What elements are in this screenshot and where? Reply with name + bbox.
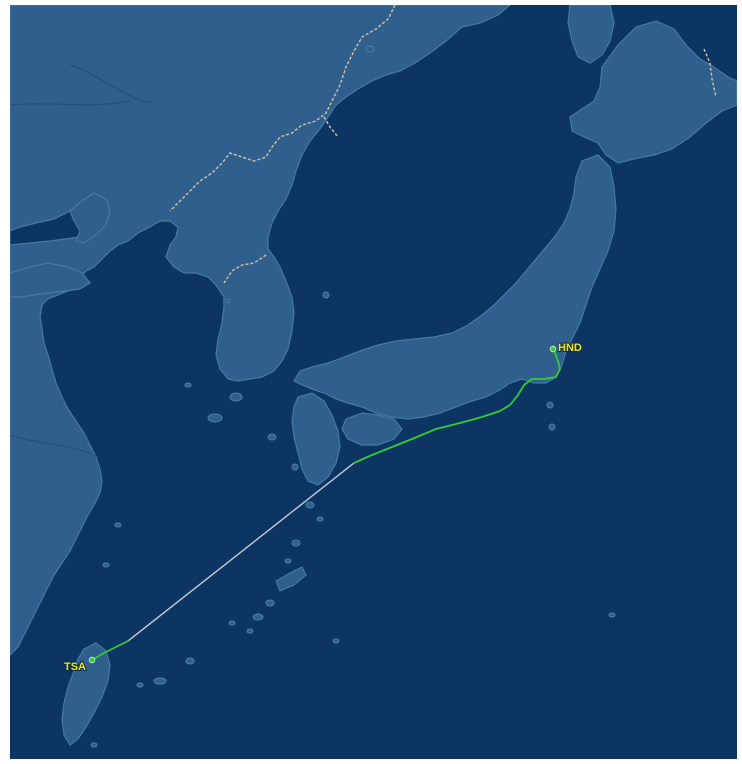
planned-route <box>127 462 355 642</box>
mainland-asia <box>10 5 511 656</box>
flown-route-destination <box>353 348 561 464</box>
flown-route-origin <box>91 640 129 661</box>
islands <box>90 45 616 748</box>
destination-airport-label[interactable]: HND <box>557 341 583 355</box>
flight-map[interactable]: TSA HND <box>10 5 737 759</box>
taiwan <box>61 642 111 746</box>
honshu <box>293 154 617 420</box>
hokkaido <box>569 20 737 164</box>
map-canvas[interactable]: TSA HND <box>10 5 737 759</box>
destination-airport-marker[interactable] <box>549 345 557 353</box>
rivers <box>10 64 151 458</box>
shikoku <box>341 412 403 446</box>
national-borders <box>169 5 717 284</box>
liaodong-peninsula <box>69 192 111 244</box>
sakhalin <box>567 5 615 64</box>
kyushu <box>291 392 341 486</box>
origin-airport-marker[interactable] <box>88 656 96 664</box>
origin-airport-label[interactable]: TSA <box>63 660 87 674</box>
shandong-peninsula <box>10 262 91 298</box>
